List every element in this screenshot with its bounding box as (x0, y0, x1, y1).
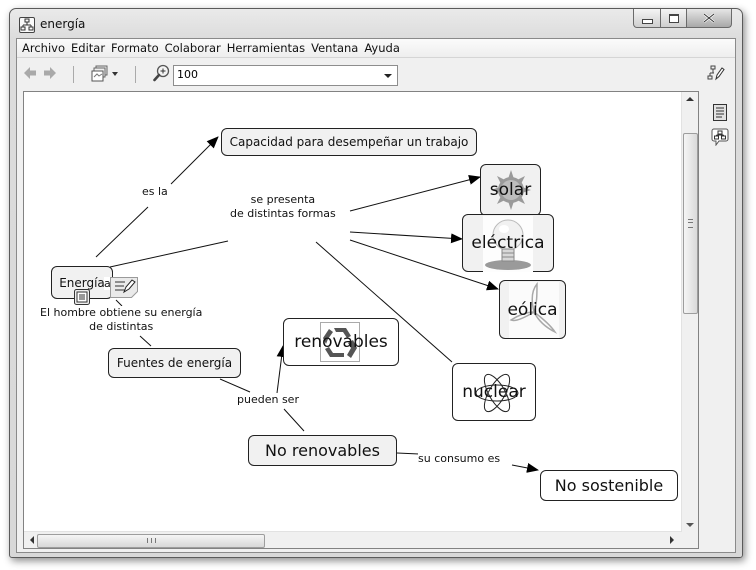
link-label-su-consumo[interactable]: su consumo es (418, 452, 501, 466)
recycle-icon (320, 322, 360, 362)
window-title: energía (40, 17, 86, 31)
link-line (349, 239, 499, 291)
concept-nuclear[interactable]: nuclear (452, 363, 536, 421)
link-line (349, 174, 481, 212)
maximize-button[interactable] (661, 9, 687, 28)
side-panel (701, 91, 733, 291)
link-line (109, 240, 229, 268)
zoom-combo[interactable]: 100 (173, 65, 398, 86)
grip-icon (688, 219, 693, 228)
vertical-scroll-thumb[interactable] (683, 133, 698, 314)
zoom-icon[interactable] (153, 64, 171, 82)
menu-ventana[interactable]: Ventana (311, 41, 359, 55)
client-area: Archivo Editar Formato Colaborar Herrami… (16, 38, 736, 553)
presentation-icon (91, 65, 108, 82)
link-line (219, 378, 251, 393)
close-button[interactable] (687, 9, 732, 28)
link-line (276, 345, 287, 394)
lightbulb-icon (483, 216, 533, 272)
concept-no-renovables[interactable]: No renovables (248, 435, 397, 466)
zoom-value: 100 (177, 68, 198, 81)
scroll-left-icon[interactable] (30, 536, 34, 544)
menu-archivo[interactable]: Archivo (22, 41, 65, 55)
concept-renovables[interactable]: renovables (283, 318, 399, 366)
document-icon[interactable] (713, 104, 727, 121)
link-line (170, 136, 219, 185)
concept-map-canvas[interactable]: Capacidad para desempeñar un trabajo sol… (24, 92, 682, 532)
minimize-button[interactable] (633, 9, 661, 28)
concept-capacidad[interactable]: Capacidad para desempeñar un trabajo (221, 128, 477, 156)
menu-ayuda[interactable]: Ayuda (364, 41, 400, 55)
vertical-scrollbar[interactable] (681, 92, 698, 532)
map-canvas-frame: Capacidad para desempeñar un trabajo sol… (23, 91, 699, 549)
concept-eolica[interactable]: eólica (499, 280, 566, 339)
menu-formato[interactable]: Formato (111, 41, 159, 55)
link-line (315, 241, 453, 363)
scroll-up-icon[interactable] (686, 97, 694, 101)
link-line (115, 299, 123, 307)
toolbar-separator (135, 66, 136, 83)
link-line (511, 463, 539, 473)
link-label-se-presenta[interactable]: se presenta de distintas formas (230, 193, 336, 221)
link-label-es-la[interactable]: es la (142, 185, 168, 199)
grip-icon (147, 538, 156, 543)
maximize-icon (668, 13, 679, 23)
concept-fuentes[interactable]: Fuentes de energía (108, 348, 241, 378)
link-line (396, 452, 420, 455)
menu-editar[interactable]: Editar (71, 41, 106, 55)
link-lines (95, 136, 539, 473)
resource-document-icon[interactable] (74, 289, 90, 305)
arrow-left-icon[interactable] (23, 66, 37, 80)
annotation-letter: a (104, 277, 111, 290)
app-window: energía Archivo Editar Formato Colaborar… (9, 8, 743, 558)
link-line (349, 231, 463, 244)
menu-herramientas[interactable]: Herramientas (226, 41, 306, 55)
view-menu-button[interactable] (91, 64, 121, 84)
map-discussion-icon[interactable] (711, 128, 729, 146)
edit-map-icon[interactable] (707, 65, 725, 81)
link-label-pueden-ser[interactable]: pueden ser (237, 393, 299, 407)
toolbar: 100 (17, 58, 735, 91)
link-label-hombre[interactable]: El hombre obtiene su energía de distinta… (40, 306, 203, 334)
annotation-note-icon[interactable] (110, 277, 138, 298)
title-bar[interactable]: energía (10, 9, 742, 39)
horizontal-scrollbar[interactable] (24, 531, 682, 548)
link-line (139, 335, 152, 347)
minimize-icon (641, 18, 653, 24)
scroll-corner (682, 532, 698, 548)
scroll-right-icon[interactable] (670, 536, 674, 544)
chevron-down-icon (112, 72, 118, 76)
close-icon (703, 13, 715, 23)
horizontal-scroll-thumb[interactable] (37, 534, 265, 548)
chevron-down-icon[interactable] (384, 74, 392, 78)
arrow-right-icon[interactable] (43, 66, 57, 80)
concept-electrica[interactable]: eléctrica (462, 214, 554, 272)
scroll-down-icon[interactable] (686, 523, 694, 527)
atom-icon (475, 373, 519, 413)
menu-colaborar[interactable]: Colaborar (164, 41, 221, 55)
link-line (283, 408, 305, 432)
menu-bar: Archivo Editar Formato Colaborar Herrami… (17, 39, 735, 58)
wind-turbine-icon (509, 282, 559, 338)
concept-solar[interactable]: solar (480, 164, 541, 216)
toolbar-separator (73, 66, 74, 83)
concept-no-sostenible[interactable]: No sostenible (540, 470, 678, 501)
concept-map-app-icon[interactable] (19, 17, 35, 33)
link-line (95, 206, 149, 258)
sun-icon (491, 170, 531, 210)
